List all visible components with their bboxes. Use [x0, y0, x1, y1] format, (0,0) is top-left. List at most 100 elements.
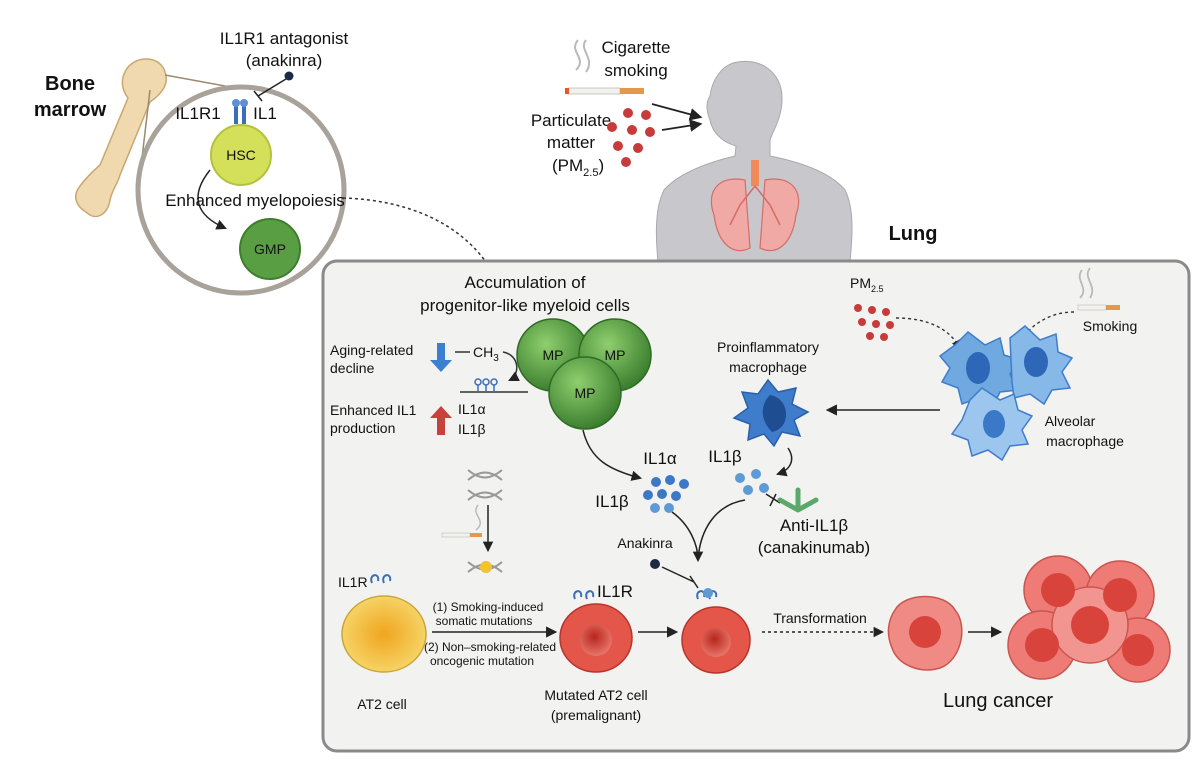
alveolar-macrophage-cluster [938, 325, 1074, 462]
alveolar-label-2: macrophage [1046, 433, 1124, 449]
smoking-label: Smoking [1083, 318, 1137, 334]
methyl-label: CH3 [473, 344, 499, 364]
aging-label: Aging-related [330, 342, 413, 358]
mp-cytokine-arrow [582, 429, 643, 481]
receptor-icon [232, 99, 248, 124]
macrophage-nucleus [762, 395, 787, 432]
aging-label-2: decline [330, 360, 375, 376]
il1r-receptor-icon [370, 574, 392, 584]
macrophage-cytokine-arrow [776, 447, 793, 477]
tumor-cluster [1007, 555, 1171, 683]
lung-title: Lung [889, 223, 938, 245]
enhanced-il1-label: Enhanced IL1 [330, 402, 417, 418]
increase-arrow-icon [430, 406, 452, 435]
alveolar-label: Alveolar [1045, 413, 1096, 429]
inhibition-icon [253, 78, 287, 102]
mp-cell [548, 356, 622, 430]
il1r-receptor-icon-2 [573, 590, 595, 600]
mp-cell-cluster: MP MP MP [516, 318, 652, 430]
mutated-label: Mutated AT2 cell [544, 687, 647, 703]
cigarette-label-2: smoking [604, 61, 667, 80]
mutation2-label-2: oncogenic mutation [430, 654, 534, 668]
particulate-icon-small [854, 304, 894, 341]
mp-label: MP [605, 347, 626, 363]
canakinumab-label: (canakinumab) [758, 538, 870, 557]
cigarette-icon-lung [1077, 304, 1120, 311]
particulate-icon [607, 108, 655, 167]
lung-panel-content: Accumulation of progenitor-like myeloid … [330, 267, 1171, 723]
anti-il1b-label: Anti-IL1β [780, 516, 849, 535]
mutation1-label: (1) Smoking-induced [433, 600, 544, 614]
bone-marrow-region: Bone marrow IL1R1 antagonist (anakinra) … [34, 29, 500, 296]
enhanced-il1-label-2: production [330, 420, 395, 436]
smoke-icon-small [475, 504, 481, 531]
cigarette-icon [565, 87, 644, 95]
dna-icon [467, 469, 503, 501]
pm-label-2: matter [547, 133, 596, 152]
cytokine-cluster-1 [643, 475, 689, 513]
lung-panel [321, 259, 1191, 753]
gmp-label: GMP [254, 241, 286, 257]
accumulation-label-2: progenitor-like myeloid cells [420, 296, 630, 315]
hsc-cell [210, 124, 272, 186]
at2-cell [341, 595, 427, 673]
accumulation-label: Accumulation of [465, 273, 586, 292]
transformed-nucleus [909, 616, 941, 648]
mutated-label-2: (premalignant) [551, 707, 641, 723]
bone-icon [75, 58, 167, 218]
il1r-label: IL1R [597, 582, 633, 601]
anakinra-block-icon [661, 566, 699, 589]
decline-arrow-icon [430, 343, 452, 372]
exposure-arrow-2 [661, 119, 703, 132]
il1r-receptor-icon-3 [696, 588, 718, 600]
mutation2-label: (2) Non–smoking-related [424, 640, 556, 654]
anakinra-molecule-icon [284, 71, 294, 81]
il1b-small-label: IL1β [458, 421, 486, 437]
il1r1-label: IL1R1 [175, 104, 220, 123]
mutation1-label-2: somatic mutations [436, 614, 533, 628]
il1-label: IL1 [253, 104, 277, 123]
antibody-icon [777, 487, 819, 513]
lung-cancer-label: Lung cancer [943, 690, 1053, 712]
transformation-label: Transformation [773, 610, 867, 626]
activated-nucleus [701, 627, 731, 657]
il1a-label: IL1α [643, 449, 677, 468]
smoke-icon [574, 39, 591, 73]
antagonist-label-2: (anakinra) [246, 51, 323, 70]
proinflam-label-2: macrophage [729, 359, 807, 375]
smoke-icon-lung [1078, 267, 1094, 299]
proinflam-label: Proinflammatory [717, 339, 819, 355]
pm-lung-label: PM2.5 [850, 275, 884, 294]
hsc-label: HSC [226, 147, 256, 163]
il1b-label-2: IL1β [708, 447, 742, 466]
il1r-at2-label: IL1R [338, 574, 368, 590]
dna-receptor-icon [460, 378, 528, 393]
cytokine-cluster-2 [735, 469, 769, 495]
methyl-arrow [502, 351, 520, 381]
anakinra-icon [650, 559, 660, 569]
exposure-region: Cigarette smoking Particulate matter (PM… [531, 38, 853, 263]
exposure-arrow-1 [651, 103, 703, 121]
inhibition-icon-2 [765, 493, 781, 507]
pm-label-3: (PM2.5) [552, 156, 604, 179]
mp-label: MP [575, 385, 596, 401]
antagonist-label: IL1R1 antagonist [220, 29, 349, 48]
il1b-label: IL1β [595, 492, 629, 511]
anakinra-label: Anakinra [617, 535, 672, 551]
mutated-nucleus [580, 624, 612, 656]
bone-marrow-title-2: marrow [34, 99, 107, 121]
mp-label: MP [543, 347, 564, 363]
bone-marrow-title: Bone [45, 73, 95, 95]
il1a-small-label: IL1α [458, 401, 486, 417]
pm-label: Particulate [531, 111, 611, 130]
mutated-dna-icon [467, 561, 503, 573]
smoking-to-alveolar-arrow [1019, 311, 1075, 344]
zoom-line-bottom [141, 89, 151, 159]
human-body-icon [655, 60, 853, 263]
gmp-cell [239, 218, 301, 280]
cigarette-icon-small [441, 532, 482, 538]
cytokine-to-cell-arrow-2 [697, 499, 746, 561]
myelopoiesis-arrow [197, 169, 227, 230]
at2-label: AT2 cell [357, 696, 407, 712]
